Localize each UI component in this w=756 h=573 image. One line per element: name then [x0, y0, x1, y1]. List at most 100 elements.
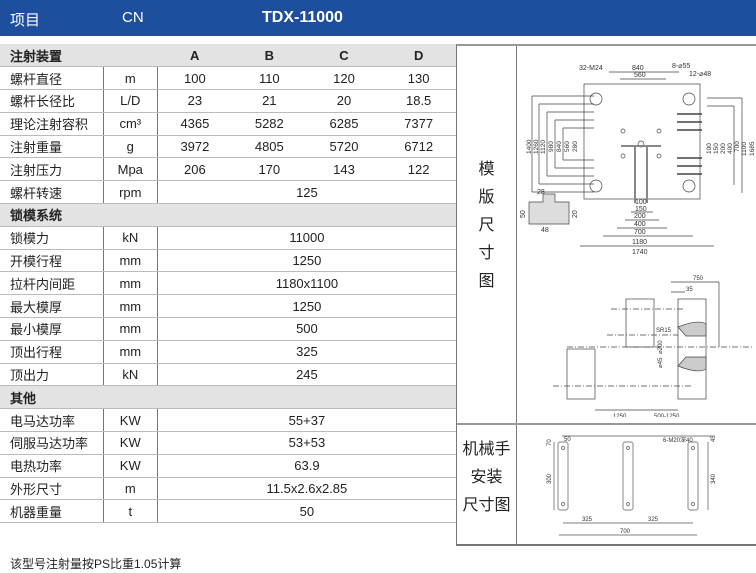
dim-label: 12-⌀48 [689, 71, 711, 78]
dim-label: 1100 [741, 142, 748, 156]
label-line: 尺寸图 [462, 497, 511, 514]
dim-label: 1400 [526, 139, 533, 154]
dim-label: 45 [711, 435, 717, 442]
dim-label: 150 [713, 143, 720, 154]
platen-drawing: 840 560 32-M24 8-⌀55 12-⌀48 200 400 700 … [520, 63, 756, 256]
row-unit: KW [103, 408, 158, 433]
row-value: 53+53 [157, 431, 456, 455]
row-value: 1250 [157, 294, 456, 319]
row-value: 143 [306, 157, 382, 182]
dim-label: 50 [564, 437, 571, 443]
column-header: C [306, 44, 382, 68]
row-unit: mm [103, 249, 158, 273]
row-unit: m [103, 66, 158, 91]
dim-label: 8-⌀55 [672, 63, 690, 70]
dim-label: 35 [686, 287, 693, 293]
dim-label: 150 [635, 206, 647, 213]
row-unit: KW [103, 431, 158, 455]
dim-label: 1740 [632, 249, 648, 256]
dim-label: 980 [548, 141, 555, 152]
row-unit: rpm [103, 180, 158, 205]
row-unit: L/D [103, 89, 158, 113]
dim-label: 1180 [632, 239, 647, 246]
row-value: 11.5x2.6x2.85 [157, 477, 456, 501]
row-unit: Mpa [103, 157, 158, 182]
divider [516, 46, 517, 544]
row-value: 5282 [231, 112, 307, 136]
robot-label: 机械手 安装 尺寸图 [457, 436, 516, 520]
section-title: 锁模系统 [0, 203, 104, 227]
dim-label: 20 [572, 210, 579, 218]
row-value: 6712 [381, 135, 456, 159]
drawing-panel: 模 版 尺 寸 图 机械手 安装 尺寸图 840 560 32-M24 8-⌀5… [456, 44, 756, 546]
row-unit: KW [103, 454, 158, 478]
dim-label: 700 [734, 141, 741, 152]
dim-label: 500-1250 [654, 414, 680, 417]
empty-cell [103, 44, 158, 68]
row-value: 3972 [157, 135, 232, 159]
row-label: 最大模厚 [0, 294, 104, 319]
row-value: 500 [157, 317, 456, 341]
row-value: 7377 [381, 112, 456, 136]
dim-label: 840 [556, 141, 563, 152]
dim-label: 560 [634, 72, 646, 79]
empty-cell [103, 385, 158, 410]
row-label: 螺杆直径 [0, 66, 104, 91]
column-header: B [231, 44, 307, 68]
dim-label: SR15 [656, 328, 672, 334]
dim-label: 1260 [533, 139, 540, 154]
dim-label: 100 [635, 199, 647, 206]
row-label: 伺服马达功率 [0, 431, 104, 455]
header-item: 项目 [10, 12, 41, 29]
row-label: 注射重量 [0, 135, 104, 159]
label-line: 安装 [470, 469, 503, 486]
row-label: 螺杆转速 [0, 180, 104, 205]
row-label: 电马达功率 [0, 408, 104, 433]
row-value: 122 [381, 157, 456, 182]
row-value: 11000 [157, 226, 456, 250]
empty-cell [103, 203, 158, 227]
section-header: 锁模系统 [0, 203, 456, 227]
empty-cell [157, 203, 456, 227]
row-label: 锁模力 [0, 226, 104, 250]
row-value: 6285 [306, 112, 382, 136]
row-unit: t [103, 499, 158, 524]
footer-note: 该型号注射量按PS比重1.05计算 [10, 557, 182, 571]
dim-label: 340 [711, 473, 717, 484]
row-label: 开模行程 [0, 249, 104, 273]
dim-label: 50 [520, 210, 527, 218]
section-title: 其他 [0, 385, 104, 410]
row-value: 325 [157, 340, 456, 364]
label-char: 寸 [478, 245, 495, 262]
row-label: 理论注射容积 [0, 112, 104, 136]
column-header: A [157, 44, 232, 68]
dim-label: 28 [537, 189, 545, 196]
row-value: 4805 [231, 135, 307, 159]
dim-label: 70 [547, 439, 553, 446]
row-value: 23 [157, 89, 232, 113]
row-unit: mm [103, 317, 158, 341]
dim-label: 560 [564, 141, 571, 152]
section-title: 注射装置 [0, 44, 104, 68]
row-value: 63.9 [157, 454, 456, 478]
platen-label: 模 版 尺 寸 图 [457, 156, 516, 296]
row-value: 4365 [157, 112, 232, 136]
section-header: 其他 [0, 385, 456, 410]
dim-label: 48 [541, 227, 549, 234]
dim-label: 6-M20深40 [663, 436, 693, 444]
dim-label: 700 [620, 529, 631, 535]
row-unit: kN [103, 363, 158, 387]
dim-label: 700 [634, 229, 646, 236]
row-value: 55+37 [157, 408, 456, 433]
